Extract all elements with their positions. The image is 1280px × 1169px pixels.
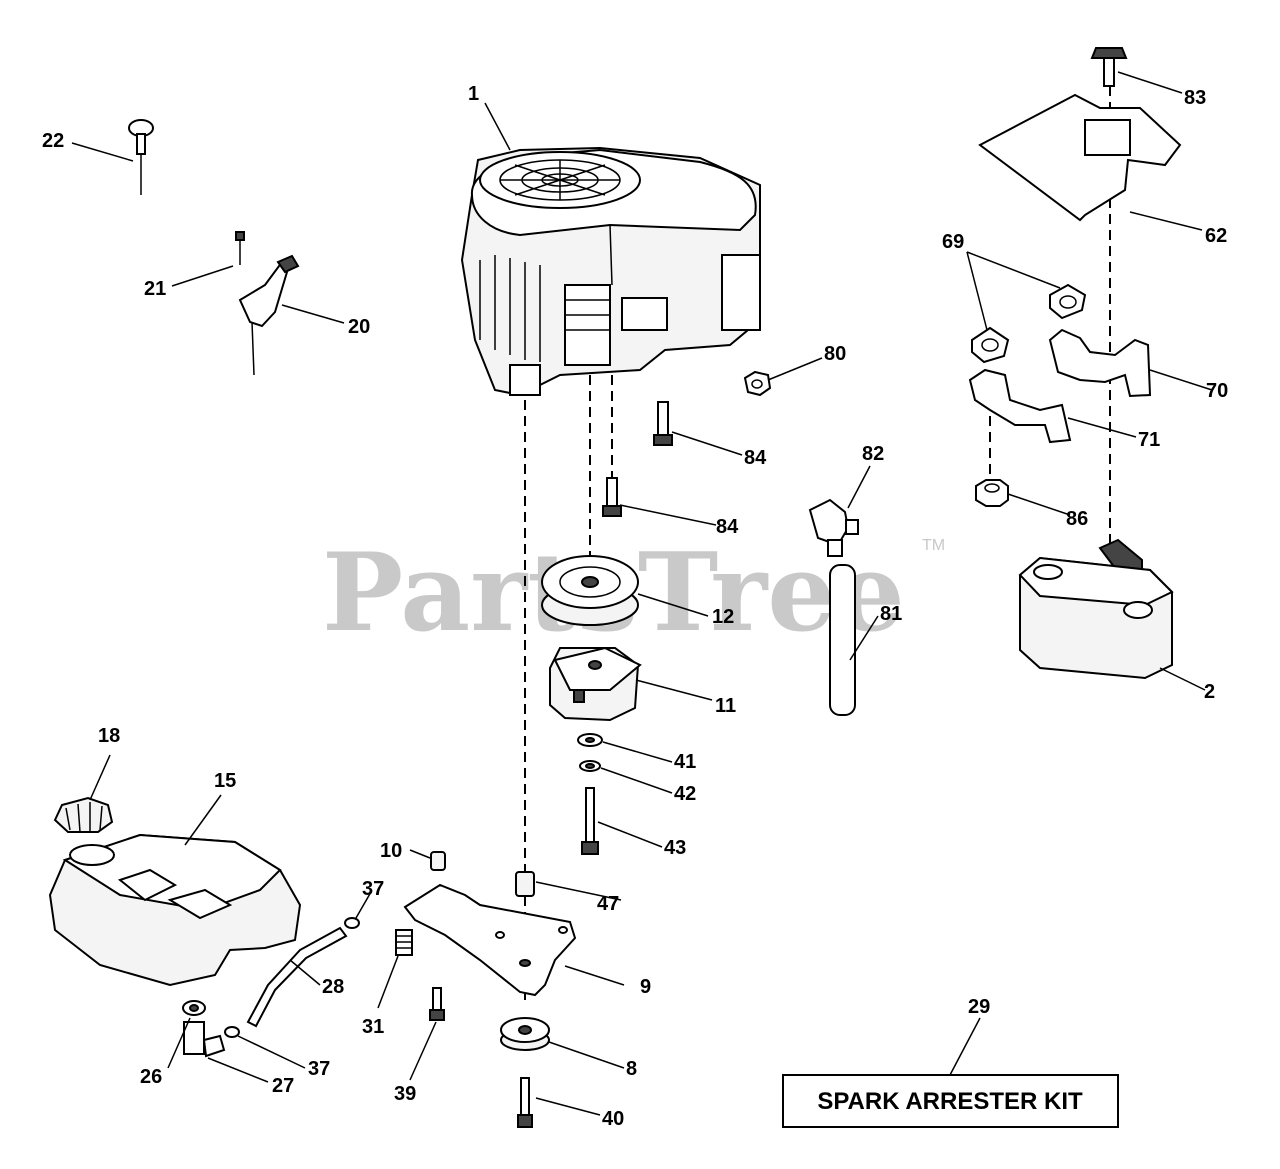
callout-20: 20	[348, 316, 370, 338]
callout-29: 29	[968, 996, 990, 1018]
leader-lines	[71, 71, 1213, 1116]
fuel-tank	[48, 796, 302, 987]
callout-71: 71	[1138, 429, 1160, 451]
fuel-line-parts	[182, 917, 360, 1058]
callout-12: 12	[712, 606, 734, 628]
callout-2: 2	[1204, 681, 1215, 703]
pulley-12	[541, 555, 639, 626]
callout-10: 10	[380, 840, 402, 862]
callout-28: 28	[322, 976, 344, 998]
callout-70: 70	[1206, 380, 1228, 402]
callout-62: 62	[1205, 225, 1227, 247]
callout-81: 81	[880, 603, 902, 625]
callout-11: 11	[715, 695, 736, 717]
callout-27: 27	[272, 1075, 294, 1097]
callout-82: 82	[862, 443, 884, 465]
callout-22: 22	[42, 130, 64, 152]
callout-1: 1	[468, 83, 479, 105]
callout-8: 8	[626, 1058, 637, 1080]
callout-69: 69	[942, 231, 964, 253]
callout-43: 43	[664, 837, 686, 859]
heat-shield	[978, 47, 1182, 222]
exhaust-pipes	[968, 328, 1152, 444]
washer-bolt-stack	[577, 733, 603, 855]
callout-labels: 1 2 8 9 10 11 12 15 18 20 21 22 26 27 28…	[42, 83, 1228, 1130]
bolts-84	[602, 401, 673, 517]
kit-label: SPARK ARRESTER KIT	[817, 1088, 1083, 1115]
callout-31: 31	[362, 1016, 384, 1038]
callout-21: 21	[144, 278, 166, 300]
engine	[460, 146, 761, 397]
callout-84-b: 84	[716, 516, 739, 538]
nut-80	[743, 370, 772, 397]
spark-arrester-kit-box: SPARK ARRESTER KIT	[782, 1074, 1119, 1128]
fuel-fitting	[808, 498, 859, 716]
callout-40: 40	[602, 1108, 624, 1130]
callout-15: 15	[214, 770, 236, 792]
callout-41: 41	[674, 751, 696, 773]
callout-37-a: 37	[362, 878, 384, 900]
callout-26: 26	[140, 1066, 162, 1088]
callout-84-a: 84	[744, 447, 767, 469]
callout-47: 47	[597, 893, 619, 915]
callout-42: 42	[674, 783, 696, 805]
mounting-plate-assembly	[395, 851, 577, 1128]
callout-18: 18	[98, 725, 120, 747]
clutch-11	[549, 646, 642, 722]
throttle-control	[235, 231, 300, 376]
callout-80: 80	[824, 343, 846, 365]
callout-9: 9	[640, 976, 651, 998]
callout-39: 39	[394, 1083, 416, 1105]
watermark-trademark: TM	[922, 537, 945, 554]
callout-83: 83	[1184, 87, 1206, 109]
gaskets	[971, 283, 1087, 364]
screw-22	[128, 119, 154, 195]
assembly-lines	[524, 70, 1111, 1000]
nut-86	[975, 479, 1009, 507]
callout-37-b: 37	[308, 1058, 330, 1080]
muffler	[1018, 538, 1174, 680]
callout-86: 86	[1066, 508, 1088, 530]
